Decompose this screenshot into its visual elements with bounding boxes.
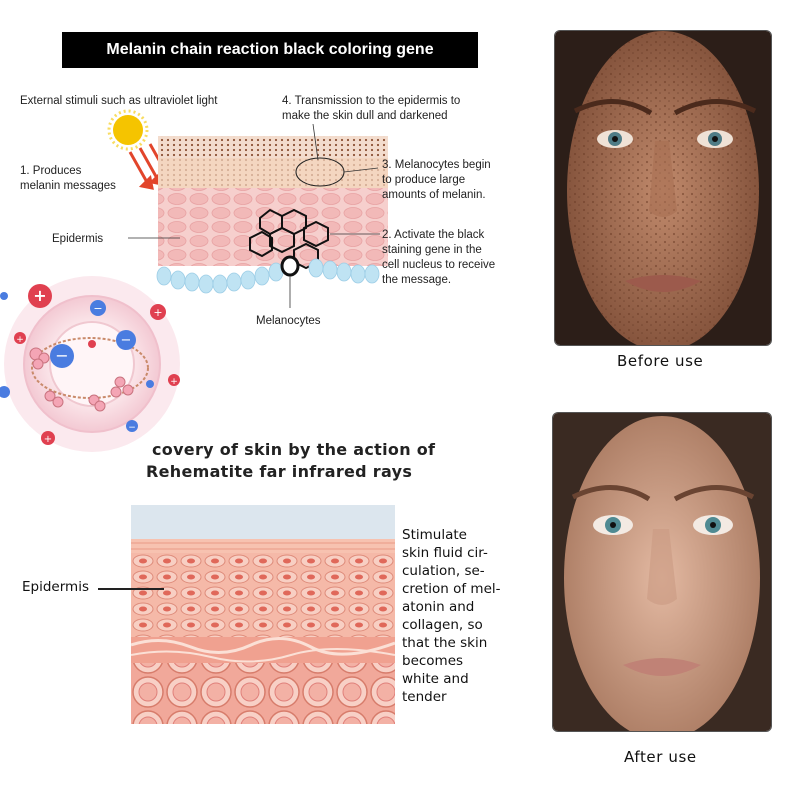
- svg-text:+: +: [33, 286, 46, 305]
- step4-label: 4. Transmission to the epidermis to make…: [282, 95, 461, 122]
- epidermis-label-top: Epidermis: [52, 233, 104, 245]
- title-banner: Melanin chain reaction black coloring ge…: [62, 32, 478, 68]
- face-before-image: [555, 31, 771, 345]
- svg-text:+: +: [44, 434, 52, 445]
- bracelet-ion-graphic: + + + + + − − − −: [0, 276, 180, 452]
- recovery-description: Stimulate skin fluid cir- culation, se- …: [402, 527, 501, 705]
- melanocyte-cell: [280, 255, 300, 277]
- svg-text:+: +: [16, 335, 24, 345]
- step3-label: 3. Melanocytes begin to produce large am…: [382, 159, 491, 201]
- bracelet-icon: [29, 337, 149, 412]
- step1-label: 1. Produces melanin messages: [20, 165, 116, 192]
- after-photo: [552, 412, 772, 732]
- epidermis-label-bottom: Epidermis: [22, 579, 89, 595]
- sun-icon: [107, 109, 149, 151]
- recovery-skin-diagram: [131, 505, 395, 724]
- after-caption: After use: [624, 748, 697, 766]
- external-stimuli-label: External stimuli such as ultraviolet lig…: [20, 95, 218, 107]
- svg-text:−: −: [121, 333, 132, 348]
- face-after-image: [553, 413, 771, 731]
- svg-text:+: +: [153, 306, 162, 319]
- svg-text:−: −: [93, 302, 102, 315]
- basal-layer: [156, 258, 380, 294]
- svg-text:−: −: [55, 346, 68, 365]
- recovery-heading-line1: covery of skin by the action of: [152, 440, 436, 459]
- svg-text:+: +: [170, 377, 178, 387]
- melanocytes-label: Melanocytes: [256, 315, 321, 327]
- svg-text:−: −: [128, 423, 136, 433]
- recovery-heading-line2: Rehematite far infrared rays: [146, 462, 413, 481]
- negative-ion-icons: − − − −: [0, 292, 154, 433]
- before-photo: [554, 30, 772, 346]
- epidermis-pointer-line: [98, 588, 164, 590]
- title-text: Melanin chain reaction black coloring ge…: [106, 41, 434, 58]
- step2-label: 2. Activate the black staining gene in t…: [382, 229, 496, 286]
- positive-ion-icons: + + + + +: [14, 284, 180, 445]
- before-caption: Before use: [617, 352, 704, 370]
- melanin-diagram: [107, 109, 388, 308]
